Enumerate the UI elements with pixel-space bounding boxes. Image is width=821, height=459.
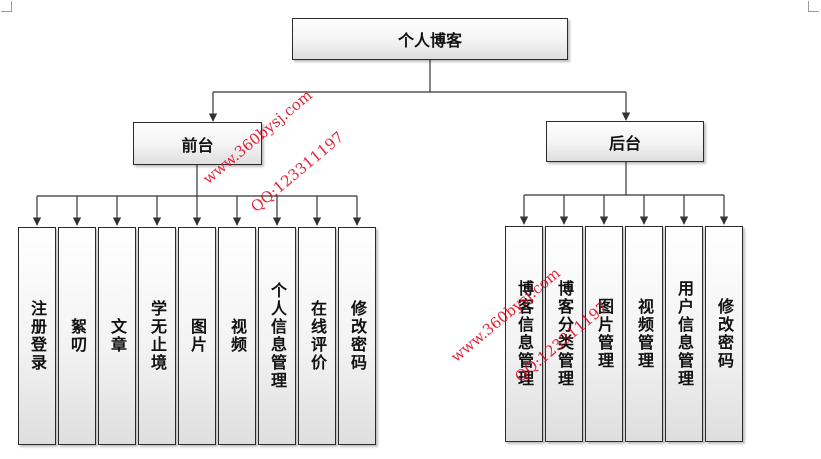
front-child-node: 视频 — [218, 227, 256, 445]
front-child-label: 絮叨 — [68, 318, 87, 354]
front-child-label: 学无止境 — [148, 300, 167, 372]
back-child-label: 图片管理 — [595, 298, 614, 370]
front-child-label: 修改密码 — [348, 300, 367, 372]
back-child-node: 博客分类管理 — [545, 226, 583, 442]
back-child-node: 视频管理 — [625, 226, 663, 442]
back-child-label: 博客分类管理 — [555, 280, 574, 388]
back-child-node: 博客信息管理 — [505, 226, 543, 442]
front-child-label: 文章 — [108, 318, 127, 354]
back-child-label: 用户信息管理 — [675, 280, 694, 388]
front-child-label: 图片 — [188, 318, 207, 354]
back-child-label: 博客信息管理 — [515, 280, 534, 388]
front-child-node: 文章 — [98, 227, 136, 445]
front-child-node: 絮叨 — [58, 227, 96, 445]
page-corner-mark-right — [808, 1, 819, 12]
back-node-label: 后台 — [608, 133, 641, 153]
front-child-node: 个人信息管理 — [258, 227, 296, 445]
front-child-label: 个人信息管理 — [268, 282, 287, 390]
front-node: 前台 — [133, 122, 262, 165]
back-child-node: 图片管理 — [585, 226, 623, 442]
front-child-label: 视频 — [228, 318, 247, 354]
front-child-label: 注册登录 — [28, 300, 47, 372]
front-child-node: 在线评价 — [298, 227, 336, 445]
page-corner-mark-left — [1, 1, 12, 12]
back-node: 后台 — [546, 121, 704, 162]
front-node-label: 前台 — [181, 135, 214, 155]
back-child-label: 修改密码 — [715, 298, 734, 370]
root-node-label: 个人博客 — [397, 31, 462, 50]
front-child-node: 图片 — [178, 227, 216, 445]
front-child-node: 学无止境 — [138, 227, 176, 445]
front-child-node: 注册登录 — [18, 227, 56, 445]
back-child-label: 视频管理 — [635, 298, 654, 370]
root-node: 个人博客 — [292, 18, 568, 60]
front-child-label: 在线评价 — [308, 300, 327, 372]
back-child-node: 用户信息管理 — [665, 226, 703, 442]
back-child-node: 修改密码 — [705, 226, 743, 442]
front-child-node: 修改密码 — [338, 227, 376, 445]
